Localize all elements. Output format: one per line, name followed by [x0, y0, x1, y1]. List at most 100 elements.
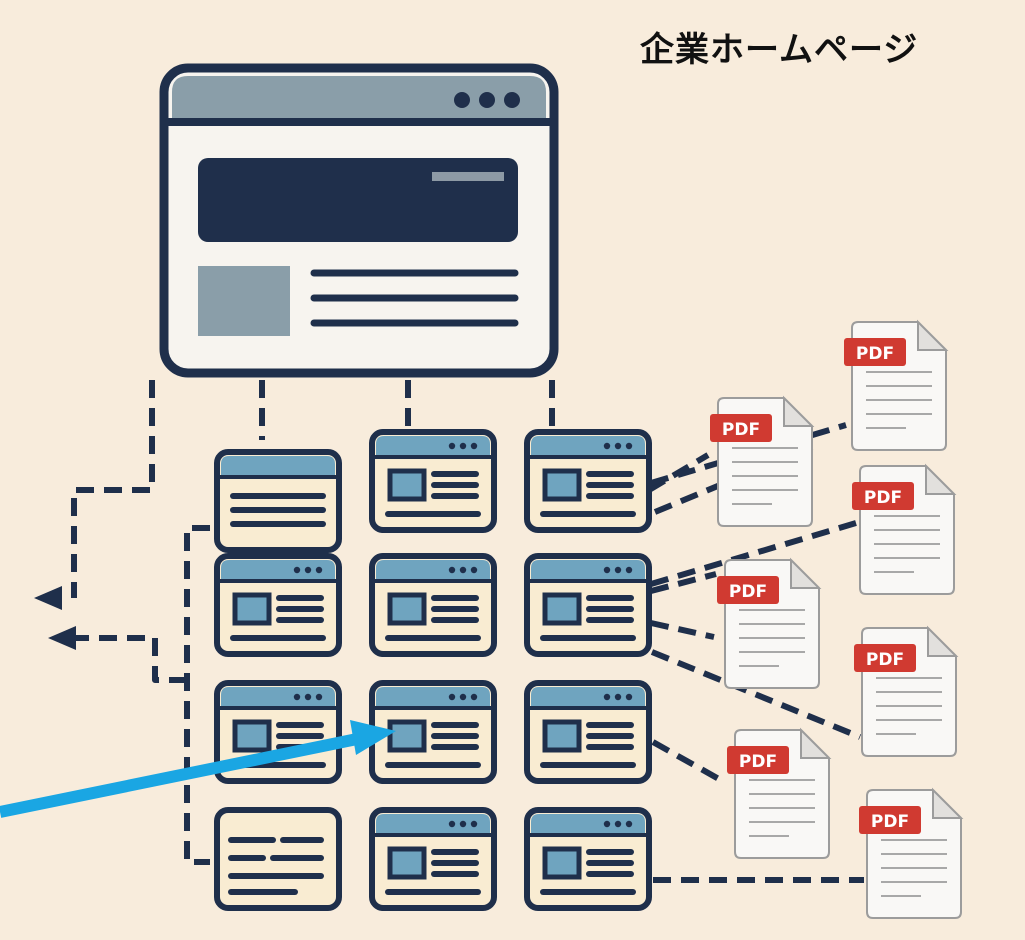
- pdf-badge: [727, 746, 789, 774]
- window-dot-icon: [470, 693, 478, 701]
- window-dot-icon: [603, 820, 611, 828]
- pdf-badge: [852, 482, 914, 510]
- pdf-document-icon: PDF: [717, 557, 822, 689]
- page-fold: [783, 395, 815, 427]
- card-header: [221, 456, 335, 476]
- pdf-document-icon: PDF: [859, 787, 964, 919]
- window-dot-icon: [470, 820, 478, 828]
- window-dot-icon: [614, 693, 622, 701]
- page-fold: [925, 463, 957, 495]
- window-dot-icon: [625, 693, 633, 701]
- pdf-document-icon: PDF: [844, 319, 949, 451]
- window-dot-icon: [625, 566, 633, 574]
- pdf-documents: PDF PDF PDF PDF PDF PDF PDF: [710, 319, 964, 919]
- card-image: [542, 719, 582, 753]
- main-homepage-window: [159, 63, 559, 378]
- card-image: [232, 719, 272, 753]
- pdf-label: PDF: [722, 420, 760, 440]
- hero-banner: [198, 158, 518, 242]
- card-image: [542, 846, 582, 880]
- window-dot-icon: [603, 693, 611, 701]
- window-dot-icon: [448, 820, 456, 828]
- card-image: [387, 592, 427, 626]
- pdf-label: PDF: [866, 650, 904, 670]
- pointer-arrowhead-icon: [350, 720, 396, 755]
- card-header: [531, 436, 645, 456]
- window-dot-icon: [459, 820, 467, 828]
- pdf-document-icon: PDF: [727, 727, 832, 859]
- pdf-label: PDF: [729, 582, 767, 602]
- card-image: [542, 592, 582, 626]
- window-dot-icon: [470, 442, 478, 450]
- page-title: 企業ホームページ: [640, 30, 919, 70]
- window-dot-icon: [603, 442, 611, 450]
- card-header: [376, 436, 490, 456]
- pdf-document-icon: PDF: [852, 463, 957, 595]
- web-page-card: [524, 680, 652, 784]
- web-page-card: [524, 807, 652, 911]
- pdf-label: PDF: [864, 488, 902, 508]
- dashed-connector: [651, 739, 728, 786]
- card-header: [531, 560, 645, 580]
- window-dot-icon: [448, 566, 456, 574]
- window-dot-icon: [625, 820, 633, 828]
- pdf-label: PDF: [871, 812, 909, 832]
- card-header: [221, 687, 335, 707]
- text-page-card: [214, 807, 342, 911]
- pdf-badge: [854, 644, 916, 672]
- window-dot-icon: [304, 566, 312, 574]
- card-header: [221, 560, 335, 580]
- window-dot-icon: [304, 693, 312, 701]
- window-dot-icon: [448, 693, 456, 701]
- card-header: [376, 814, 490, 834]
- image-block: [198, 266, 290, 336]
- pointer-arrow-shaft: [0, 732, 364, 818]
- sub-page-grid: [214, 429, 652, 911]
- dashed-connector: [70, 635, 187, 683]
- pdf-label: PDF: [856, 344, 894, 364]
- arrowhead-icon: [48, 626, 76, 650]
- card-image: [232, 592, 272, 626]
- dashed-connector: [650, 571, 717, 594]
- pdf-label: PDF: [739, 752, 777, 772]
- page-fold: [800, 727, 832, 759]
- pdf-document-icon: PDF: [710, 395, 815, 527]
- window-dot-icon: [459, 566, 467, 574]
- dashed-connector: [650, 649, 862, 740]
- window-dot-icon: [614, 442, 622, 450]
- window-dot-icon: [625, 442, 633, 450]
- web-page-card: [524, 553, 652, 657]
- window-dot-icon: [479, 92, 495, 108]
- page-fold: [927, 625, 959, 657]
- window-dot-icon: [315, 693, 323, 701]
- card-image: [387, 846, 427, 880]
- window-dot-icon: [459, 693, 467, 701]
- page-fold: [932, 787, 964, 819]
- page-fold: [790, 557, 822, 589]
- window-dot-icon: [293, 566, 301, 574]
- pdf-badge: [717, 576, 779, 604]
- window-dot-icon: [315, 566, 323, 574]
- window-dot-icon: [448, 442, 456, 450]
- card-header: [376, 560, 490, 580]
- window-titlebar: [172, 76, 546, 120]
- web-page-card: [369, 429, 497, 533]
- window-dot-icon: [470, 566, 478, 574]
- web-page-card: [214, 553, 342, 657]
- dashed-connector: [71, 380, 155, 598]
- card-header: [376, 687, 490, 707]
- pdf-badge: [844, 338, 906, 366]
- card-header: [531, 687, 645, 707]
- web-page-card: [369, 680, 497, 784]
- window-dot-icon: [614, 566, 622, 574]
- window-dot-icon: [459, 442, 467, 450]
- web-page-card: [214, 449, 342, 553]
- hero-accent-bar: [432, 172, 504, 181]
- card-header: [531, 814, 645, 834]
- card-image: [542, 468, 582, 502]
- dashed-connector: [650, 620, 715, 640]
- window-dot-icon: [614, 820, 622, 828]
- window-dot-icon: [454, 92, 470, 108]
- dashed-connector: [184, 525, 210, 865]
